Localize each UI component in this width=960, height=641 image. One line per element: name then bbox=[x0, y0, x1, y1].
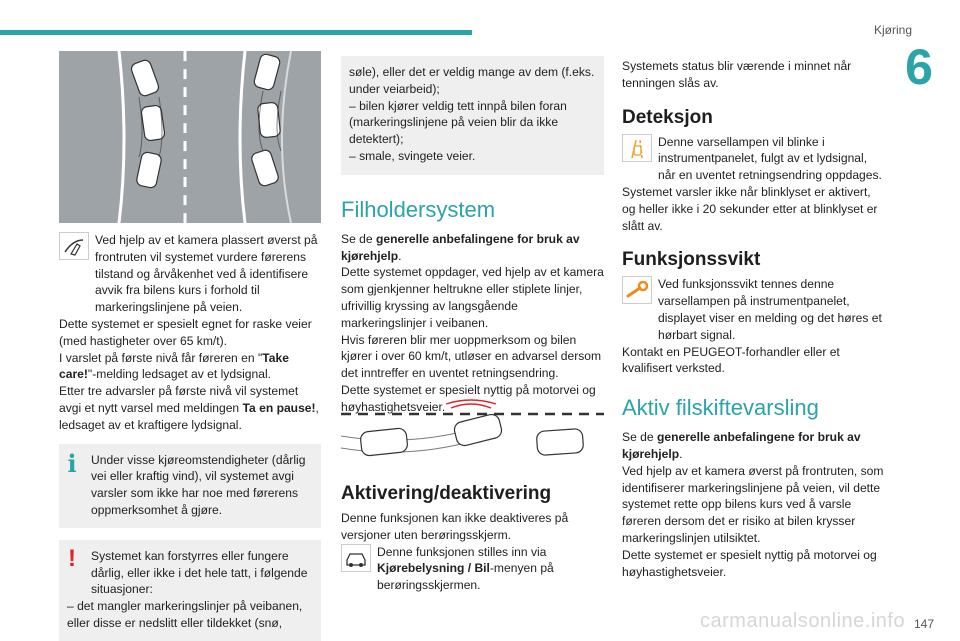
info-icon: i bbox=[67, 448, 77, 478]
page-number: 147 bbox=[913, 617, 934, 631]
malfunction-paragraph: Ved funksjonssvikt tennes denne varsella… bbox=[658, 277, 882, 342]
status-paragraph: Systemets status blir værende i minnet n… bbox=[622, 59, 852, 90]
text-span: . bbox=[398, 248, 402, 263]
column-right: Systemets status blir værende i minnet n… bbox=[622, 58, 884, 580]
column-middle: søle), eller det er veldig mange av dem … bbox=[341, 56, 604, 416]
malfunction-note: Ved funksjonssvikt tennes denne varsella… bbox=[622, 276, 884, 343]
car-menu-icon bbox=[341, 543, 371, 572]
activation-paragraph: Denne funksjonen kan ikke deaktiveres på… bbox=[341, 511, 569, 542]
filholder-ref: Se de generelle anbefalingene for bruk a… bbox=[341, 231, 604, 265]
column-left: Ved hjelp av et kamera plassert øverst p… bbox=[59, 232, 321, 641]
take-break-message: Ta en pause! bbox=[242, 400, 316, 415]
text-span: I varslet på første nivå får føreren en … bbox=[59, 350, 263, 365]
recommendations-link: generelle anbefalingene for bruk av kjør… bbox=[341, 231, 580, 263]
text-span: Se de bbox=[341, 231, 376, 246]
alert-box-text: Systemet kan forstyrres eller fungere då… bbox=[91, 548, 308, 597]
section-heading-funksjonssvikt: Funksjonssvikt bbox=[622, 249, 761, 271]
text-span: Etter tre advarsler på første nivå vil s… bbox=[59, 384, 299, 415]
watermark: carmanualsonline.info bbox=[700, 610, 906, 632]
filholder-paragraph: Hvis føreren blir mer uoppmerksom og bil… bbox=[341, 332, 602, 381]
detection-paragraph: Denne varsellampen vil blinke i instrume… bbox=[658, 134, 882, 183]
detection-note: Denne varsellampen vil blinke i instrume… bbox=[622, 133, 884, 184]
text-span: -menyen på berøringsskjermen. bbox=[377, 561, 554, 593]
section-heading-aktiv-filskifte: Aktiv filskiftevarsling bbox=[622, 395, 819, 421]
steering-hand-icon bbox=[59, 232, 89, 260]
alert-box-continued-text: søle), eller det er veldig mange av dem … bbox=[349, 65, 595, 96]
chapter-number: 6 bbox=[905, 39, 933, 95]
wrench-icon bbox=[622, 276, 652, 305]
active-lane-paragraph: Ved hjelp av et kamera øverst på frontru… bbox=[622, 463, 884, 545]
info-box: i Under visse kjøreomstendigheter (dårli… bbox=[59, 443, 321, 528]
first-level-warning: I varslet på første nivå får føreren en … bbox=[59, 350, 321, 384]
intro-paragraph: Ved hjelp av et kamera plassert øverst p… bbox=[95, 233, 318, 315]
section-heading-deteksjon: Deteksjon bbox=[622, 106, 713, 128]
section-heading-filholder: Filholdersystem bbox=[341, 196, 496, 222]
active-lane-ref: Se de generelle anbefalingene for bruk a… bbox=[622, 429, 884, 463]
alert-box-continued: søle), eller det er veldig mange av dem … bbox=[341, 56, 604, 175]
alert-box-item: – smale, svingete veier. bbox=[349, 148, 476, 163]
text-span: "-melding ledsaget av et lydsignal. bbox=[87, 367, 272, 382]
text-span: . bbox=[679, 446, 683, 461]
second-level-warning: Etter tre advarsler på første nivå vil s… bbox=[59, 383, 321, 433]
alert-box-item: – bilen kjører veldig tett innpå bilen f… bbox=[349, 98, 567, 147]
steering-note: Ved hjelp av et kamera plassert øverst p… bbox=[59, 232, 321, 316]
chapter-accent-bar bbox=[0, 30, 472, 35]
alert-box-item: – det mangler markeringslinjer på veiban… bbox=[67, 599, 303, 630]
take-care-message: Take care! bbox=[59, 350, 289, 382]
detection-paragraph: Systemet varsler ikke når blinklyset er … bbox=[622, 184, 878, 233]
activation-menu-text: Denne funksjonen stilles inn via Kjørebe… bbox=[377, 544, 604, 594]
warning-icon: ! bbox=[68, 544, 76, 572]
active-lane-paragraph: Dette systemet er spesielt nyttig på mot… bbox=[622, 547, 877, 579]
alert-box: ! Systemet kan forstyrres eller fungere … bbox=[59, 539, 321, 641]
chapter-title: Kjøring bbox=[873, 23, 912, 37]
lane-departure-lamp-icon bbox=[622, 133, 652, 162]
section-heading-aktivering: Aktivering/deaktivering bbox=[341, 483, 552, 504]
filholder-paragraph: Dette systemet oppdager, ved hjelp av et… bbox=[341, 265, 604, 330]
activation-section: Aktivering/deaktivering Denne funksjonen… bbox=[341, 482, 604, 594]
lane-crossing-illustration bbox=[340, 396, 604, 468]
speed-paragraph: Dette systemet er spesielt egnet for ras… bbox=[59, 316, 312, 348]
text-span: Se de bbox=[622, 430, 657, 445]
info-box-text: Under visse kjøreomstendigheter (dårlig … bbox=[91, 452, 306, 517]
menu-path: Kjørebelysning / Bil bbox=[377, 561, 490, 576]
activation-menu-note: Denne funksjonen stilles inn via Kjørebe… bbox=[341, 543, 604, 594]
lane-drift-illustration bbox=[59, 50, 321, 224]
text-span: , ledsaget av et kraftigere lydsignal. bbox=[59, 400, 319, 432]
filholder-paragraph: Dette systemet er spesielt nyttig på mot… bbox=[341, 382, 596, 414]
text-span: Denne funksjonen stilles inn via bbox=[377, 544, 547, 559]
malfunction-paragraph: Kontakt en PEUGEOT-forhandler eller et k… bbox=[622, 344, 840, 376]
recommendations-link: generelle anbefalingene for bruk av kjør… bbox=[622, 430, 861, 461]
